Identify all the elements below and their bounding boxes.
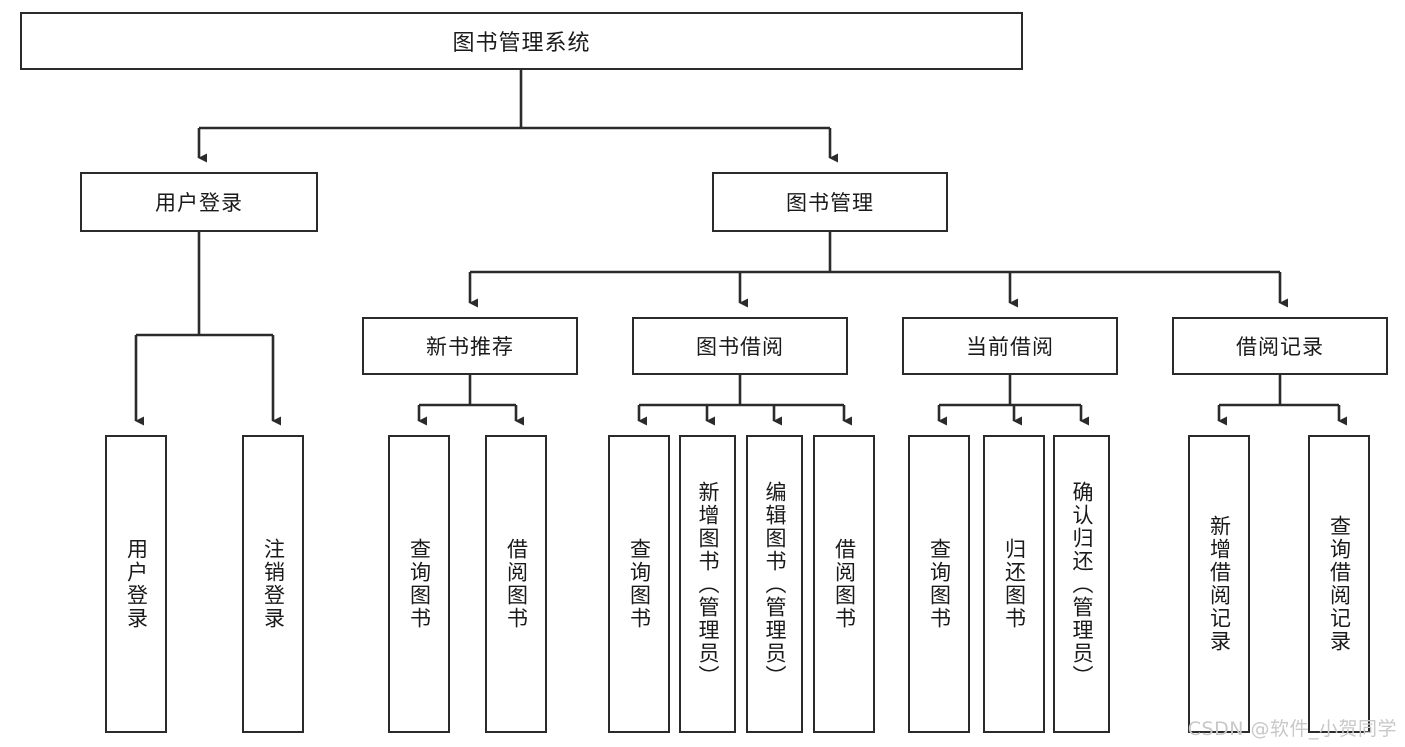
node-new-book-recommend-label: 新书推荐 <box>426 335 514 359</box>
leaf-query-book-recommend-label: 查询图书 <box>407 538 432 630</box>
node-borrow-records[interactable]: 借阅记录 <box>1172 317 1388 375</box>
node-borrow-records-label: 借阅记录 <box>1236 335 1324 359</box>
leaf-query-borrow-record[interactable]: 查询借阅记录 <box>1308 435 1370 733</box>
leaf-query-book-borrow-label: 查询图书 <box>627 538 652 630</box>
leaf-query-book-current[interactable]: 查询图书 <box>908 435 970 733</box>
leaf-query-book-recommend[interactable]: 查询图书 <box>388 435 450 733</box>
node-current-borrow[interactable]: 当前借阅 <box>902 317 1118 375</box>
leaf-user-login-label: 用户登录 <box>124 538 149 630</box>
leaf-edit-book-admin-label: 编辑图书（管理员） <box>762 480 787 688</box>
node-root[interactable]: 图书管理系统 <box>20 12 1023 70</box>
node-user-login[interactable]: 用户登录 <box>80 172 318 232</box>
leaf-add-book-admin[interactable]: 新增图书（管理员） <box>679 435 736 733</box>
leaf-lend-book-label: 借阅图书 <box>832 538 857 630</box>
leaf-add-borrow-record-label: 新增借阅记录 <box>1207 515 1232 653</box>
leaf-borrow-book-recommend[interactable]: 借阅图书 <box>485 435 547 733</box>
leaf-lend-book[interactable]: 借阅图书 <box>813 435 875 733</box>
leaf-logout-label: 注销登录 <box>261 538 286 630</box>
node-book-management-label: 图书管理 <box>786 191 874 215</box>
leaf-logout[interactable]: 注销登录 <box>242 435 304 733</box>
leaf-add-borrow-record[interactable]: 新增借阅记录 <box>1188 435 1250 733</box>
node-book-management[interactable]: 图书管理 <box>712 172 948 232</box>
csdn-watermark: CSDN @软件_小贺同学 <box>1187 718 1397 740</box>
node-book-borrow-label: 图书借阅 <box>696 335 784 359</box>
node-user-login-label: 用户登录 <box>155 191 243 215</box>
leaf-edit-book-admin[interactable]: 编辑图书（管理员） <box>746 435 803 733</box>
node-current-borrow-label: 当前借阅 <box>966 335 1054 359</box>
leaf-borrow-book-recommend-label: 借阅图书 <box>504 538 529 630</box>
node-book-borrow[interactable]: 图书借阅 <box>632 317 848 375</box>
leaf-confirm-return-admin-label: 确认归还（管理员） <box>1069 480 1094 688</box>
leaf-query-book-current-label: 查询图书 <box>927 538 952 630</box>
leaf-query-book-borrow[interactable]: 查询图书 <box>608 435 670 733</box>
leaf-return-book-label: 归还图书 <box>1002 538 1027 630</box>
node-new-book-recommend[interactable]: 新书推荐 <box>362 317 578 375</box>
leaf-confirm-return-admin[interactable]: 确认归还（管理员） <box>1053 435 1110 733</box>
leaf-query-borrow-record-label: 查询借阅记录 <box>1327 515 1352 653</box>
leaf-add-book-admin-label: 新增图书（管理员） <box>695 480 720 688</box>
node-root-label: 图书管理系统 <box>452 31 591 56</box>
leaf-user-login[interactable]: 用户登录 <box>105 435 167 733</box>
leaf-return-book[interactable]: 归还图书 <box>983 435 1045 733</box>
